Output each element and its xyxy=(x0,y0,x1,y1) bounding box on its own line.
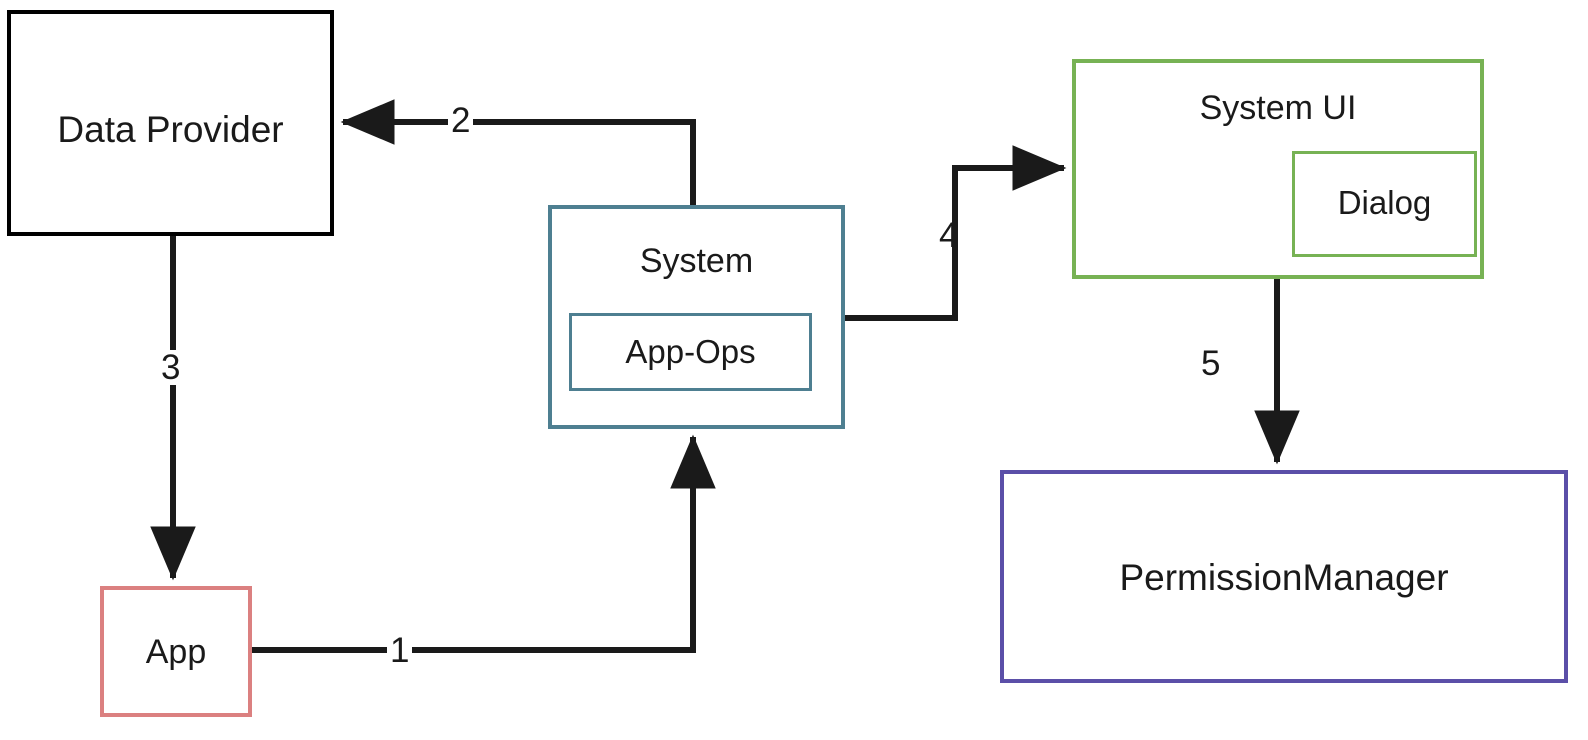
edge-label-1: 1 xyxy=(387,633,413,668)
node-system[interactable]: System App-Ops xyxy=(548,205,845,429)
node-dialog-label: Dialog xyxy=(1337,184,1432,221)
node-system-label: System xyxy=(639,242,754,280)
node-permission-manager-label: PermissionManager xyxy=(1119,557,1449,598)
node-dialog[interactable]: Dialog xyxy=(1292,151,1477,257)
node-system-ui[interactable]: System UI Dialog xyxy=(1072,59,1484,279)
node-app-label: App xyxy=(145,633,207,671)
node-data-provider[interactable]: Data Provider xyxy=(7,10,334,236)
node-system-ui-label: System UI xyxy=(1199,89,1357,127)
node-data-provider-label: Data Provider xyxy=(57,109,284,150)
edge-2-connector xyxy=(340,99,696,205)
edge-label-4: 4 xyxy=(939,216,959,255)
node-app[interactable]: App xyxy=(100,586,252,717)
node-permission-manager[interactable]: PermissionManager xyxy=(1000,470,1568,683)
edge-1-connector xyxy=(252,434,716,653)
node-app-ops[interactable]: App-Ops xyxy=(569,313,812,391)
edge-label-3: 3 xyxy=(158,350,184,385)
edge-label-2: 2 xyxy=(448,103,474,138)
node-app-ops-label: App-Ops xyxy=(625,333,756,370)
edge-4-connector xyxy=(845,145,1067,321)
edge-label-5: 5 xyxy=(1201,344,1221,383)
